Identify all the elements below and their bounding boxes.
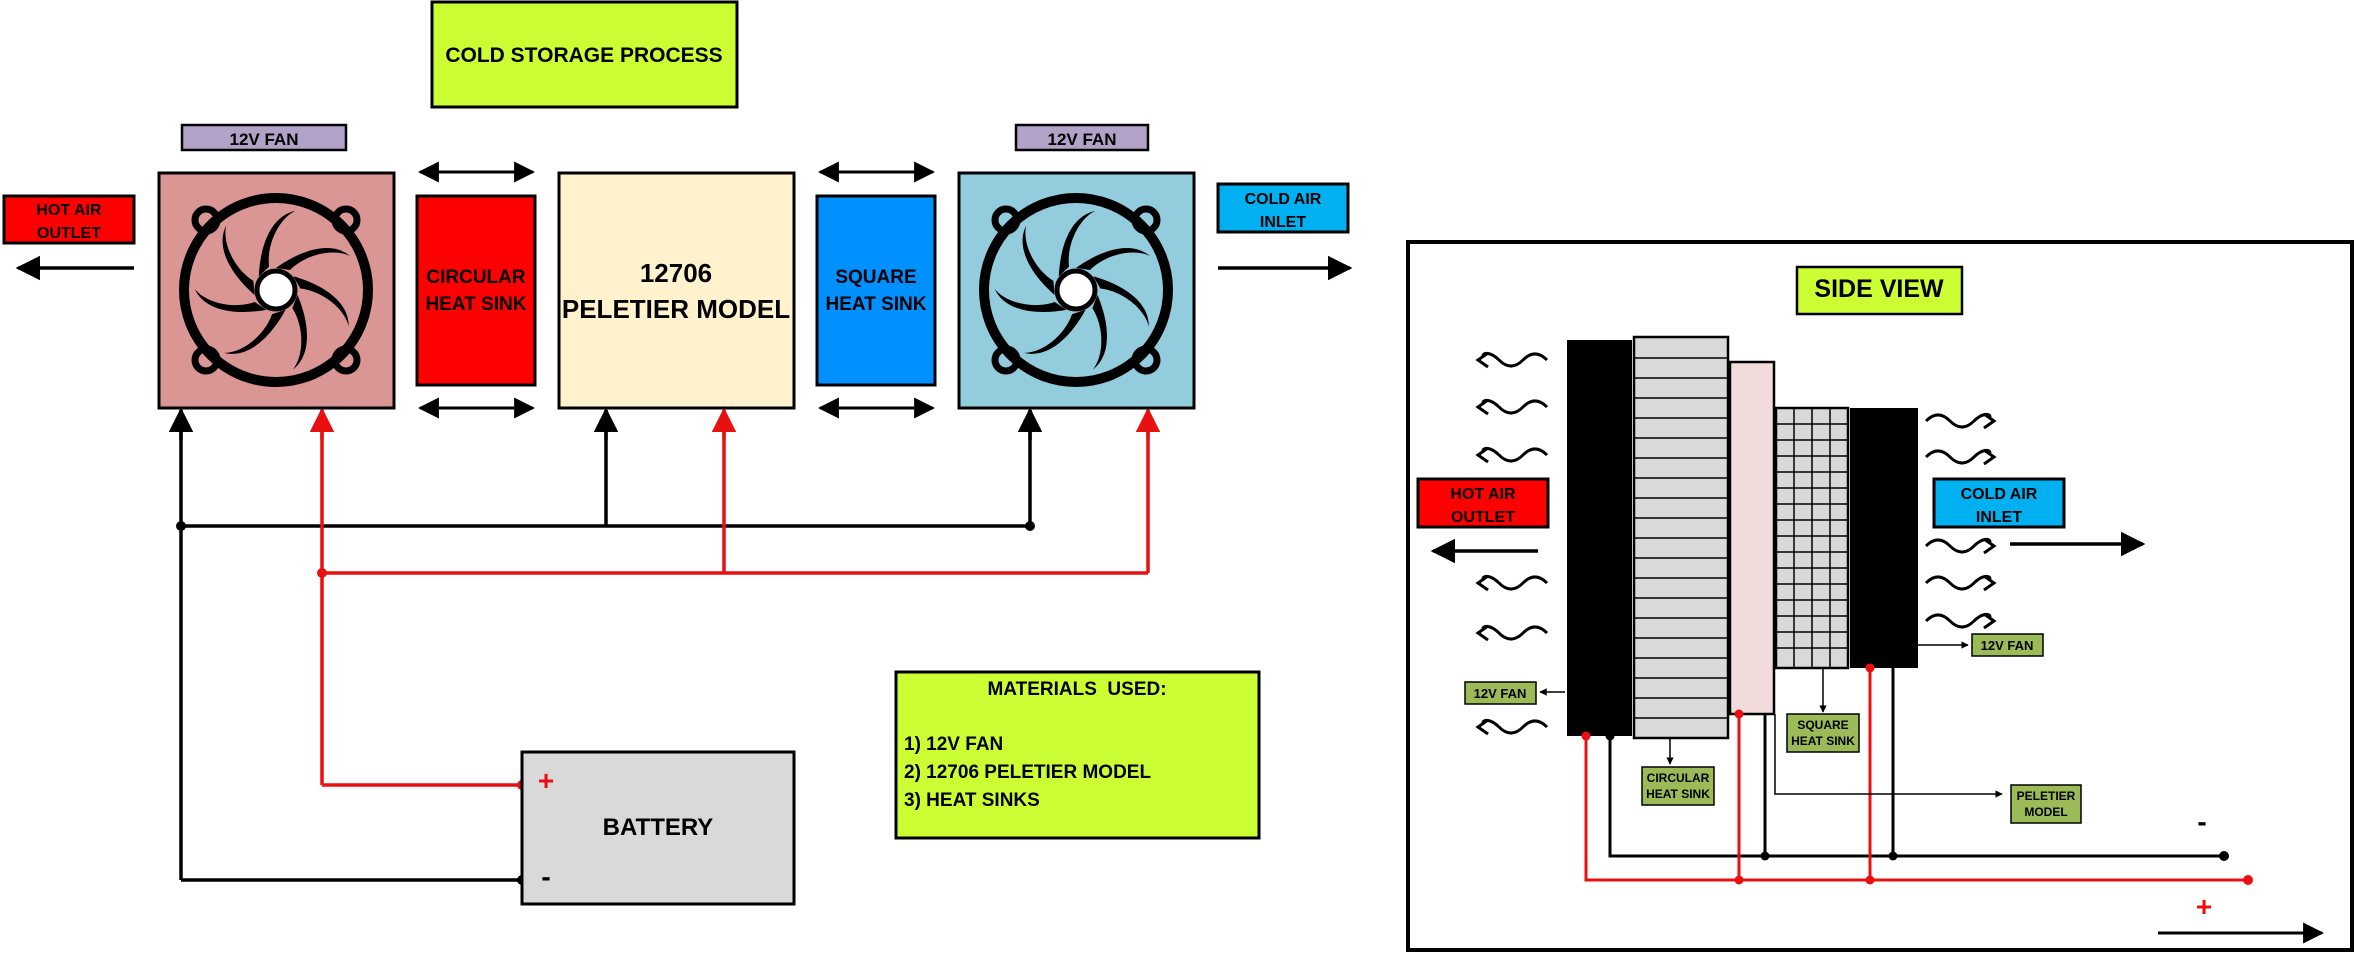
svg-text:HEAT SINK: HEAT SINK bbox=[426, 294, 527, 315]
svg-text:HEAT SINK: HEAT SINK bbox=[1791, 734, 1855, 748]
svg-text:12V FAN: 12V FAN bbox=[1981, 638, 2034, 653]
hot-air-outlet-label: HOT AIR OUTLET bbox=[2, 194, 136, 245]
svg-text:HOT AIR: HOT AIR bbox=[36, 202, 102, 219]
side-view-title: SIDE VIEW bbox=[1814, 275, 1944, 303]
fan-hot-side bbox=[157, 171, 396, 410]
hot-air-wave-arrows bbox=[1475, 351, 1549, 736]
svg-text:COLD AIR: COLD AIR bbox=[1245, 191, 1322, 208]
svg-text:INLET: INLET bbox=[1260, 214, 1306, 231]
materials-item: 2) 12706 PELETIER MODEL bbox=[904, 762, 1151, 783]
svg-text:SQUARE: SQUARE bbox=[835, 267, 916, 288]
svg-text:MODEL: MODEL bbox=[2024, 805, 2067, 819]
side-red-wires bbox=[1584, 668, 2248, 882]
svg-text:12V FAN: 12V FAN bbox=[1048, 130, 1117, 149]
fan-label-right: 12V FAN bbox=[1014, 123, 1150, 152]
side-view-panel: SIDE VIEW bbox=[1406, 240, 2354, 952]
side-black-wires bbox=[1608, 668, 2224, 858]
battery-plus: + bbox=[538, 765, 554, 796]
svg-text:HEAT SINK: HEAT SINK bbox=[1646, 787, 1710, 801]
side-cold-air-label: COLD AIR bbox=[1961, 486, 2038, 503]
fan-cold-side bbox=[957, 171, 1196, 410]
cold-air-wave-arrows bbox=[1924, 412, 1997, 630]
side-minus: - bbox=[2197, 806, 2206, 837]
side-tag-circular-heat-sink: CIRCULAR HEAT SINK bbox=[1641, 766, 1715, 806]
svg-text:12706: 12706 bbox=[640, 258, 712, 288]
materials-item: 3) HEAT SINKS bbox=[904, 790, 1040, 811]
side-wire-junctions bbox=[1581, 663, 2253, 885]
svg-text:OUTLET: OUTLET bbox=[37, 225, 101, 242]
side-peltier bbox=[1728, 360, 1776, 716]
svg-text:SQUARE: SQUARE bbox=[1797, 718, 1848, 732]
side-cold-fan bbox=[1850, 408, 1918, 668]
side-circular-heat-sink bbox=[1632, 335, 1730, 740]
side-hot-fan bbox=[1567, 340, 1632, 736]
battery: BATTERY + - bbox=[520, 750, 796, 906]
svg-text:BATTERY: BATTERY bbox=[603, 814, 714, 841]
title-box: COLD STORAGE PROCESS bbox=[430, 0, 739, 109]
svg-text:PELETIER: PELETIER bbox=[2017, 789, 2076, 803]
svg-text:CIRCULAR: CIRCULAR bbox=[426, 267, 525, 288]
side-hot-air-label: HOT AIR bbox=[1450, 486, 1516, 503]
side-cold-air-label: INLET bbox=[1976, 509, 2022, 526]
side-tag-peltier: PELETIER MODEL bbox=[2010, 784, 2082, 824]
svg-text:12V FAN: 12V FAN bbox=[1474, 686, 1527, 701]
black-wire-arrows bbox=[168, 407, 1043, 440]
svg-text:CIRCULAR: CIRCULAR bbox=[1647, 771, 1710, 785]
side-plus: + bbox=[2196, 891, 2212, 922]
svg-text:12V FAN: 12V FAN bbox=[230, 130, 299, 149]
materials-item: 1) 12V FAN bbox=[904, 734, 1003, 755]
side-tag-square-heat-sink: SQUARE HEAT SINK bbox=[1786, 713, 1860, 753]
side-hot-air-label: OUTLET bbox=[1451, 509, 1515, 526]
side-pointer-lines bbox=[1539, 641, 2003, 798]
peltier-module: 12706 PELETIER MODEL bbox=[557, 171, 796, 410]
fan-label-left: 12V FAN bbox=[180, 123, 348, 152]
square-heat-sink: SQUARE HEAT SINK bbox=[815, 194, 937, 387]
red-wire-arrows bbox=[309, 407, 1161, 440]
side-tag-fan-right: 12V FAN bbox=[1971, 633, 2044, 657]
circular-heat-sink: CIRCULAR HEAT SINK bbox=[415, 194, 537, 387]
battery-minus: - bbox=[541, 861, 550, 892]
svg-text:PELETIER MODEL: PELETIER MODEL bbox=[562, 294, 790, 324]
page-title: COLD STORAGE PROCESS bbox=[445, 44, 722, 67]
cold-air-inlet-label: COLD AIR INLET bbox=[1216, 182, 1350, 234]
side-tag-fan-left: 12V FAN bbox=[1464, 681, 1537, 705]
svg-text:HEAT SINK: HEAT SINK bbox=[826, 294, 927, 315]
materials-box: MATERIALS USED: 1) 12V FAN 2) 12706 PELE… bbox=[894, 670, 1261, 840]
side-square-heat-sink bbox=[1774, 406, 1850, 670]
materials-heading: MATERIALS USED: bbox=[987, 679, 1166, 700]
